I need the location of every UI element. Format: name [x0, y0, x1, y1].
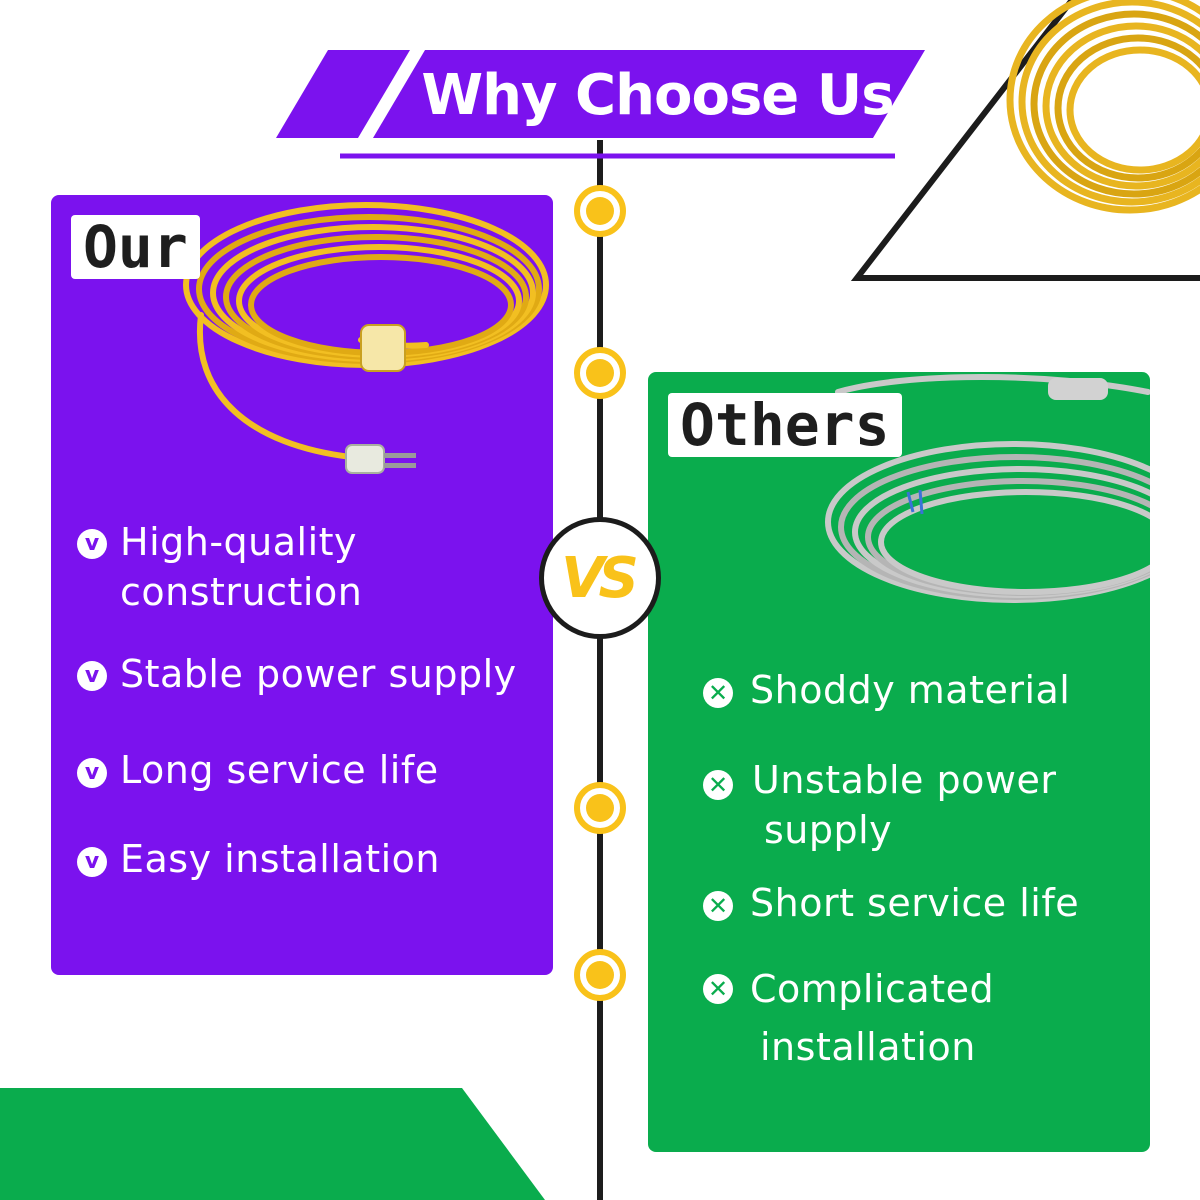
cross-circle-icon: ✕ [703, 770, 733, 800]
banner-left-tab [276, 50, 410, 138]
yellow-cord-coil-icon [1006, 0, 1200, 214]
our-feature-1: High-quality construction [120, 520, 363, 614]
other-feature-1: Shoddy material [750, 668, 1071, 712]
our-feature-2: Stable power supply [120, 652, 517, 696]
check-circle-icon: v [77, 847, 107, 877]
timeline-dot-1 [574, 185, 626, 237]
timeline-dot-3 [574, 782, 626, 834]
timeline-dot-4 [574, 949, 626, 1001]
timeline-dot-2 [574, 347, 626, 399]
page-title: Why Choose Us [421, 62, 894, 128]
green-corner-shape [0, 1088, 545, 1200]
other-feature-2: Unstable power supply [752, 758, 1057, 852]
vs-label: VS [561, 545, 639, 611]
check-circle-icon: v [77, 758, 107, 788]
our-feature-4: Easy installation [120, 837, 440, 881]
yellow-extension-cord-icon [183, 202, 549, 474]
vs-badge: VS [539, 517, 661, 639]
banner-main [373, 50, 925, 138]
gray-cable-icon [825, 374, 1150, 603]
other-feature-4: Complicated installation [750, 967, 995, 1069]
our-tag: Our [71, 215, 200, 279]
cross-circle-icon: ✕ [703, 974, 733, 1004]
check-circle-icon: v [77, 529, 107, 559]
check-circle-icon: v [77, 661, 107, 691]
others-panel [648, 372, 1150, 1152]
other-feature-3: Short service life [750, 881, 1080, 925]
corner-triangle-outline [850, 0, 1200, 281]
cross-circle-icon: ✕ [703, 678, 733, 708]
cross-circle-icon: ✕ [703, 891, 733, 921]
our-feature-3: Long service life [120, 748, 439, 792]
our-panel [51, 195, 553, 975]
others-tag: Others [668, 393, 902, 457]
